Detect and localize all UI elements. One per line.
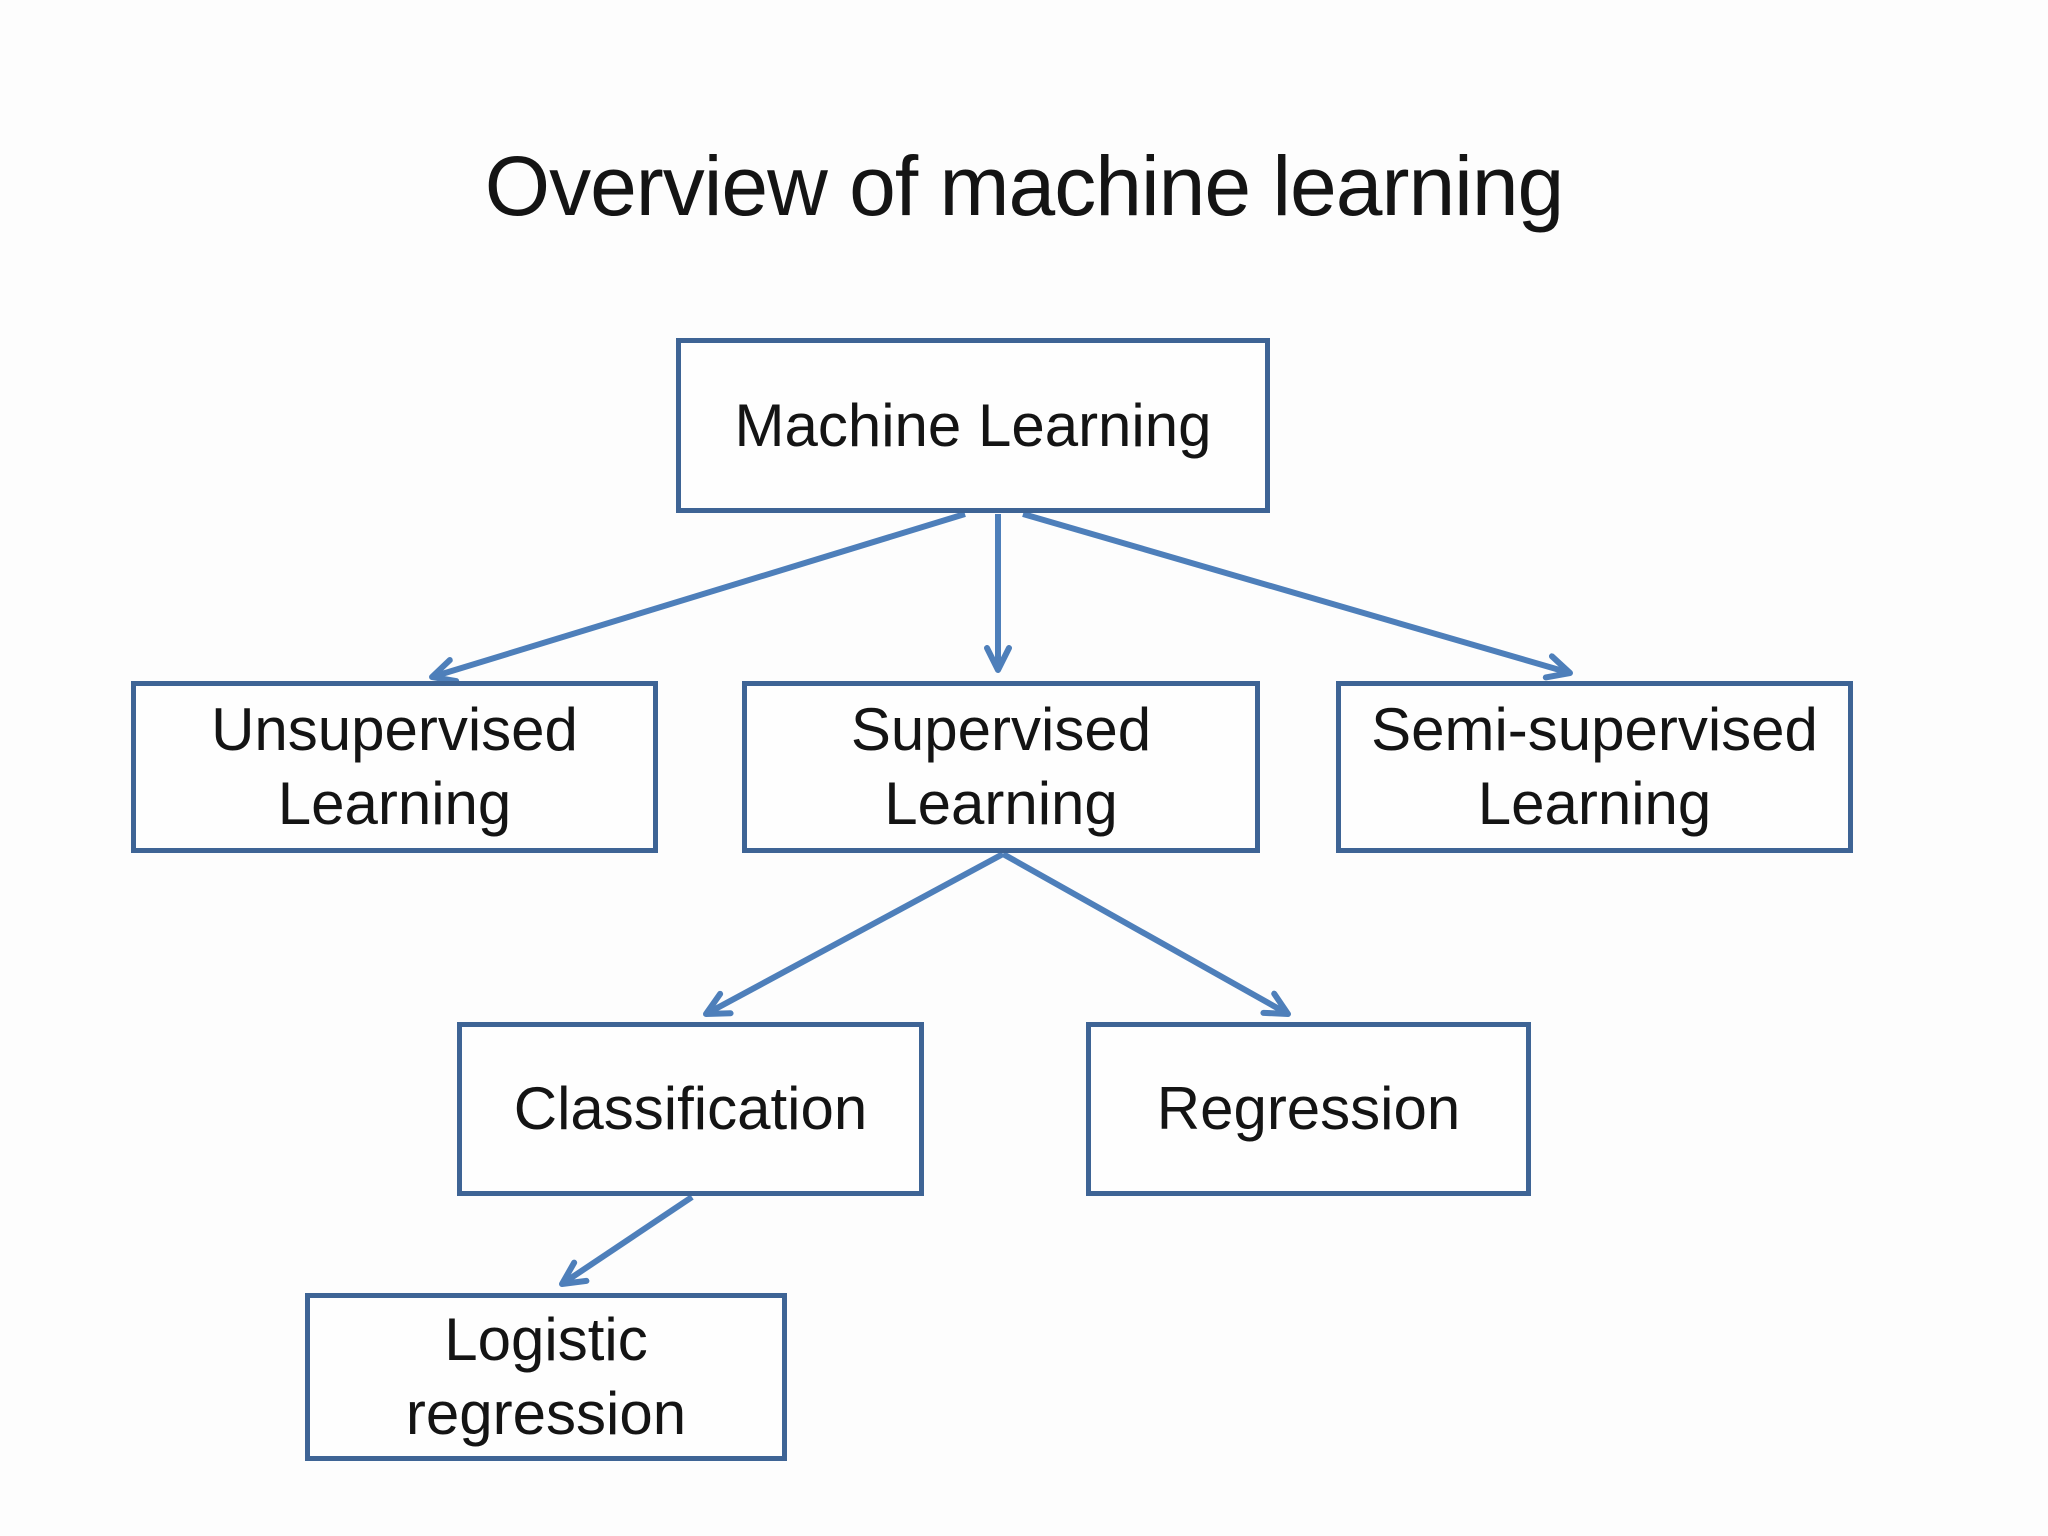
node-classification: Classification [457, 1022, 924, 1196]
node-supervised-learning: Supervised Learning [742, 681, 1260, 853]
edge-classification-to-logistic-regression [559, 1194, 694, 1287]
edge-supervised-to-regression [1001, 851, 1291, 1017]
node-logistic-regression: Logistic regression [305, 1293, 787, 1461]
node-machine-learning: Machine Learning [676, 338, 1270, 513]
node-label: Machine Learning [734, 391, 1212, 459]
node-unsupervised-learning: Unsupervised Learning [131, 681, 658, 853]
node-regression: Regression [1086, 1022, 1531, 1196]
edge-machine-learning-to-semi-supervised [1022, 511, 1573, 681]
node-semi-supervised-learning: Semi-supervised Learning [1336, 681, 1853, 853]
node-label: Regression [1156, 1075, 1461, 1143]
slide-title: Overview of machine learning [484, 139, 1565, 233]
node-label: Semi-supervised Learning [1371, 696, 1818, 837]
node-label: Supervised Learning [850, 696, 1152, 837]
node-label: Logistic regression [405, 1306, 687, 1447]
edge-machine-learning-to-unsupervised [429, 511, 966, 685]
node-label: Classification [513, 1075, 868, 1143]
node-label: Unsupervised Learning [211, 696, 578, 837]
edge-supervised-to-classification [703, 851, 1005, 1017]
